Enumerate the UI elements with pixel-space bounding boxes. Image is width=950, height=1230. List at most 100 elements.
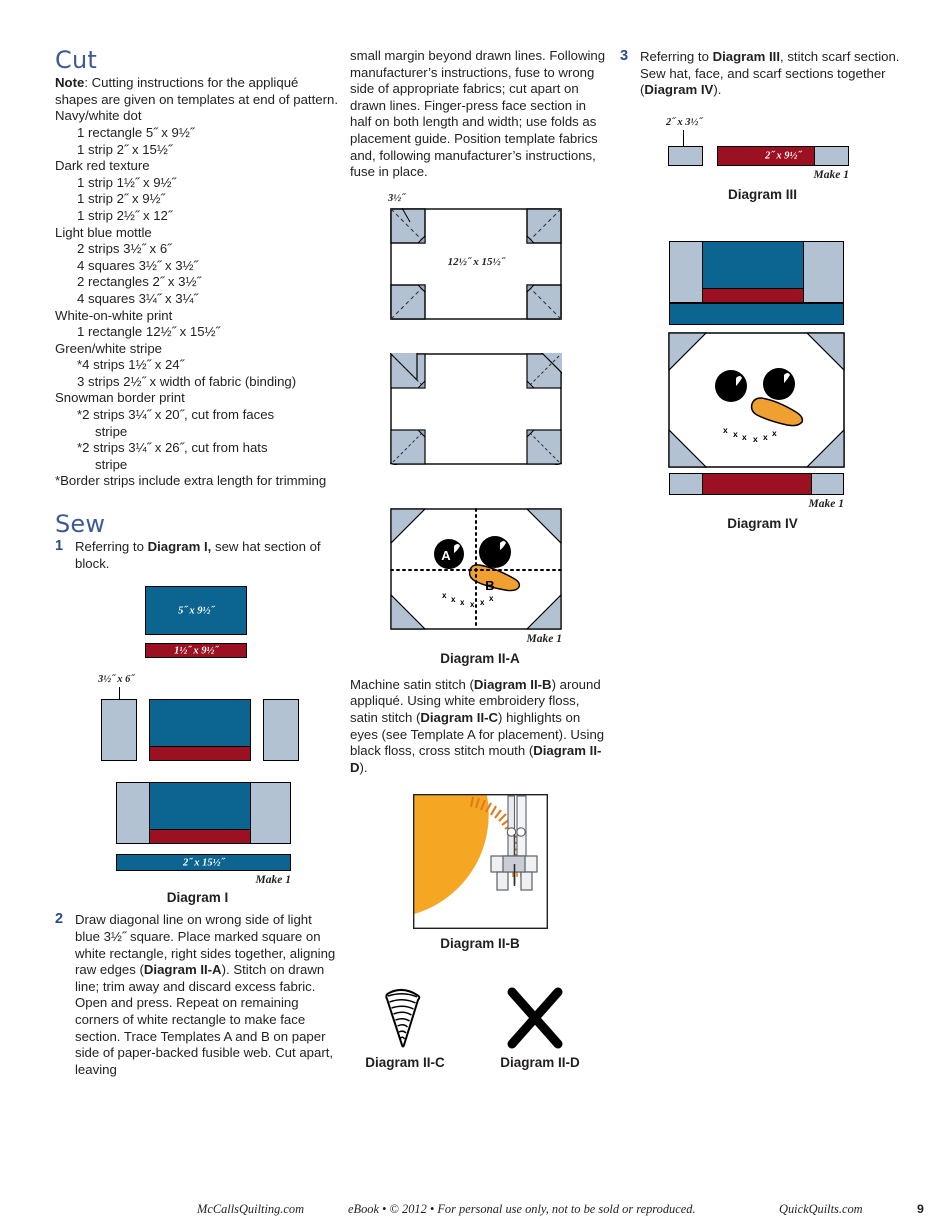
cut-footnote: *Border strips include extra length for … [55, 473, 327, 489]
diagram-3: 2˝ x 3½˝ 2˝ x 9½˝ Make 1 Diagram III [620, 117, 905, 237]
svg-text:A: A [441, 548, 451, 563]
fabric-name: Dark red texture [55, 158, 150, 174]
svg-text:x: x [763, 432, 768, 442]
fabric-name: Light blue mottle [55, 224, 152, 240]
step-text-cont: ). Stitch on drawn line; trim away and d… [75, 962, 334, 1077]
diagram4-make: Make 1 [808, 497, 844, 510]
diagram2d-cross-stitch [507, 987, 563, 1049]
diagram3-caption: Diagram III [727, 186, 798, 202]
satin-ref-2: Diagram II-C [420, 709, 499, 725]
diagram1-navy-label: 5˝ x 9½˝ [178, 605, 214, 617]
diagram2a-caption: Diagram II-A [440, 650, 520, 666]
svg-text:B: B [485, 578, 494, 593]
diagram1-joined-navy [149, 782, 251, 831]
sew-heading: Sew [55, 510, 106, 539]
step-ref-2: Diagram IV [644, 82, 714, 98]
satin-ref-1: Diagram II-B [473, 676, 552, 692]
step-number: 3 [620, 48, 629, 64]
svg-text:x: x [772, 428, 777, 438]
step-text: Draw diagonal line on wrong side of ligh… [75, 912, 336, 978]
diagram-2cd: Diagram II-C Diagram II-D [350, 987, 610, 1077]
diagram-1: 5˝ x 9½˝ 1½˝ x 9½˝ 3½˝ x 6˝ 2˝ x 15½˝ Ma… [55, 586, 340, 905]
satin-stitch-paragraph: Machine satin stitch (Diagram II-B) arou… [350, 677, 610, 777]
svg-text:x: x [480, 598, 485, 607]
diagram4-hat-navy [702, 240, 804, 289]
diagram-2a-sequence: 3½˝ [350, 193, 610, 673]
step-text-1: Referring to [640, 49, 713, 64]
column-left: Cut Note: Cutting instructions for the a… [55, 46, 340, 1078]
satin-text-3: ) highlights on eyes (see Template A for… [350, 709, 605, 759]
diagram2c-satin-teardrop [385, 989, 421, 1048]
svg-text:x: x [442, 591, 447, 600]
diagram1-strip-label: 2˝ x 15½˝ [182, 857, 225, 869]
diagram1-navy-mid [149, 699, 251, 748]
diagram1-red-mid [149, 746, 251, 762]
column-middle: small margin beyond drawn lines. Followi… [350, 48, 610, 1077]
fabric-name: White-on-white print [55, 307, 173, 323]
fabric-piece: 1 rectangle 5˝ x 9½˝ [77, 124, 195, 140]
svg-text:x: x [470, 600, 475, 609]
diagram1-joined-red [149, 829, 251, 845]
fabric-piece: 1 strip 2˝ x 9½˝ [77, 191, 165, 207]
footer-center: eBook • © 2012 • For personal use only, … [348, 1202, 696, 1216]
step-number: 2 [55, 911, 64, 928]
step-text-cont: sew hat section of block. [75, 539, 321, 571]
cut-list: Note: Cutting instructions for the appli… [55, 75, 340, 490]
fabric-piece: 4 squares 3½˝ x 3½˝ [77, 257, 198, 273]
fabric-piece: 1 strip 2½˝ x 12˝ [77, 207, 173, 223]
leader-line [683, 129, 684, 146]
step-2: 2 Draw diagonal line on wrong side of lig… [55, 911, 340, 1078]
diagram3-lblue-left [668, 145, 703, 166]
fabric-piece-cont: stripe [95, 456, 128, 472]
svg-text:x: x [742, 432, 747, 442]
svg-text:x: x [489, 594, 494, 603]
fabric-piece: 1 strip 2˝ x 15½˝ [77, 141, 173, 157]
diagram4-hat-red [702, 287, 804, 303]
diagram-2b: Diagram II-B [350, 794, 610, 979]
intro-text: small margin beyond drawn lines. Followi… [350, 48, 606, 180]
cut-note-text: : Cutting instructions for the appliqué … [55, 75, 338, 107]
svg-text:x: x [451, 595, 456, 604]
diagram1-lblue-left [101, 699, 137, 762]
diagram2b-presser-foot [413, 794, 548, 930]
satin-paragraph: Machine satin stitch (Diagram II-B) arou… [350, 677, 610, 777]
leader-line [119, 687, 120, 700]
diagram4-caption: Diagram IV [727, 515, 798, 531]
fabric-piece: *2 strips 3¼˝ x 26˝, cut from hats [77, 440, 268, 456]
fabric-name: Snowman border print [55, 390, 185, 406]
satin-ref-3: Diagram II-D [350, 743, 602, 775]
footer-page-number: 9 [917, 1202, 924, 1216]
fabric-piece: *4 strips 1½˝ x 24˝ [77, 357, 185, 373]
step-text-2: , stitch scarf section. Sew hat, face, a… [640, 49, 900, 98]
satin-text-2: ) around appliqué. Using white embroider… [350, 676, 601, 725]
diagram1-make: Make 1 [255, 874, 291, 887]
step-ref: Diagram II-A [143, 962, 222, 978]
fabric-piece: 2 rectangles 2˝ x 3½˝ [77, 274, 201, 290]
footer-right: QuickQuilts.com [779, 1202, 863, 1216]
fabric-piece: 4 squares 3¼˝ x 3¼˝ [77, 290, 198, 306]
step-text-3: ). [713, 82, 722, 98]
diagram1-lblue-right [263, 699, 299, 762]
diagram1-navy-rect: 5˝ x 9½˝ [145, 586, 247, 636]
diagram2a-corner-dim: 3½˝ [388, 192, 405, 204]
diagram2b-caption: Diagram II-B [440, 936, 520, 952]
diagram4-scarf-red [702, 472, 812, 495]
diagram2d-caption: Diagram II-D [500, 1055, 580, 1071]
diagram3-lblue-right [814, 145, 849, 166]
fabric-piece-cont: stripe [95, 423, 128, 439]
step-ref-1: Diagram III [712, 49, 781, 64]
diagram3-lblue-dim: 2˝ x 3½˝ [666, 116, 702, 128]
satin-text-4: ). [359, 759, 368, 775]
svg-text:x: x [723, 425, 728, 435]
diagram2a-center-dim: 12½˝ x 15½˝ [447, 255, 505, 268]
fabric-piece: *2 strips 3¼˝ x 20˝, cut from faces [77, 407, 275, 423]
step-3: 3 Referring to Diagram III, stitch scarf … [620, 48, 905, 99]
cut-heading: Cut [55, 46, 97, 74]
diagram2a-make: Make 1 [526, 632, 562, 645]
step-text: Referring to [75, 539, 148, 555]
fabric-piece: 1 rectangle 12½˝ x 15½˝ [77, 324, 220, 340]
satin-text-1: Machine satin stitch ( [350, 676, 474, 692]
